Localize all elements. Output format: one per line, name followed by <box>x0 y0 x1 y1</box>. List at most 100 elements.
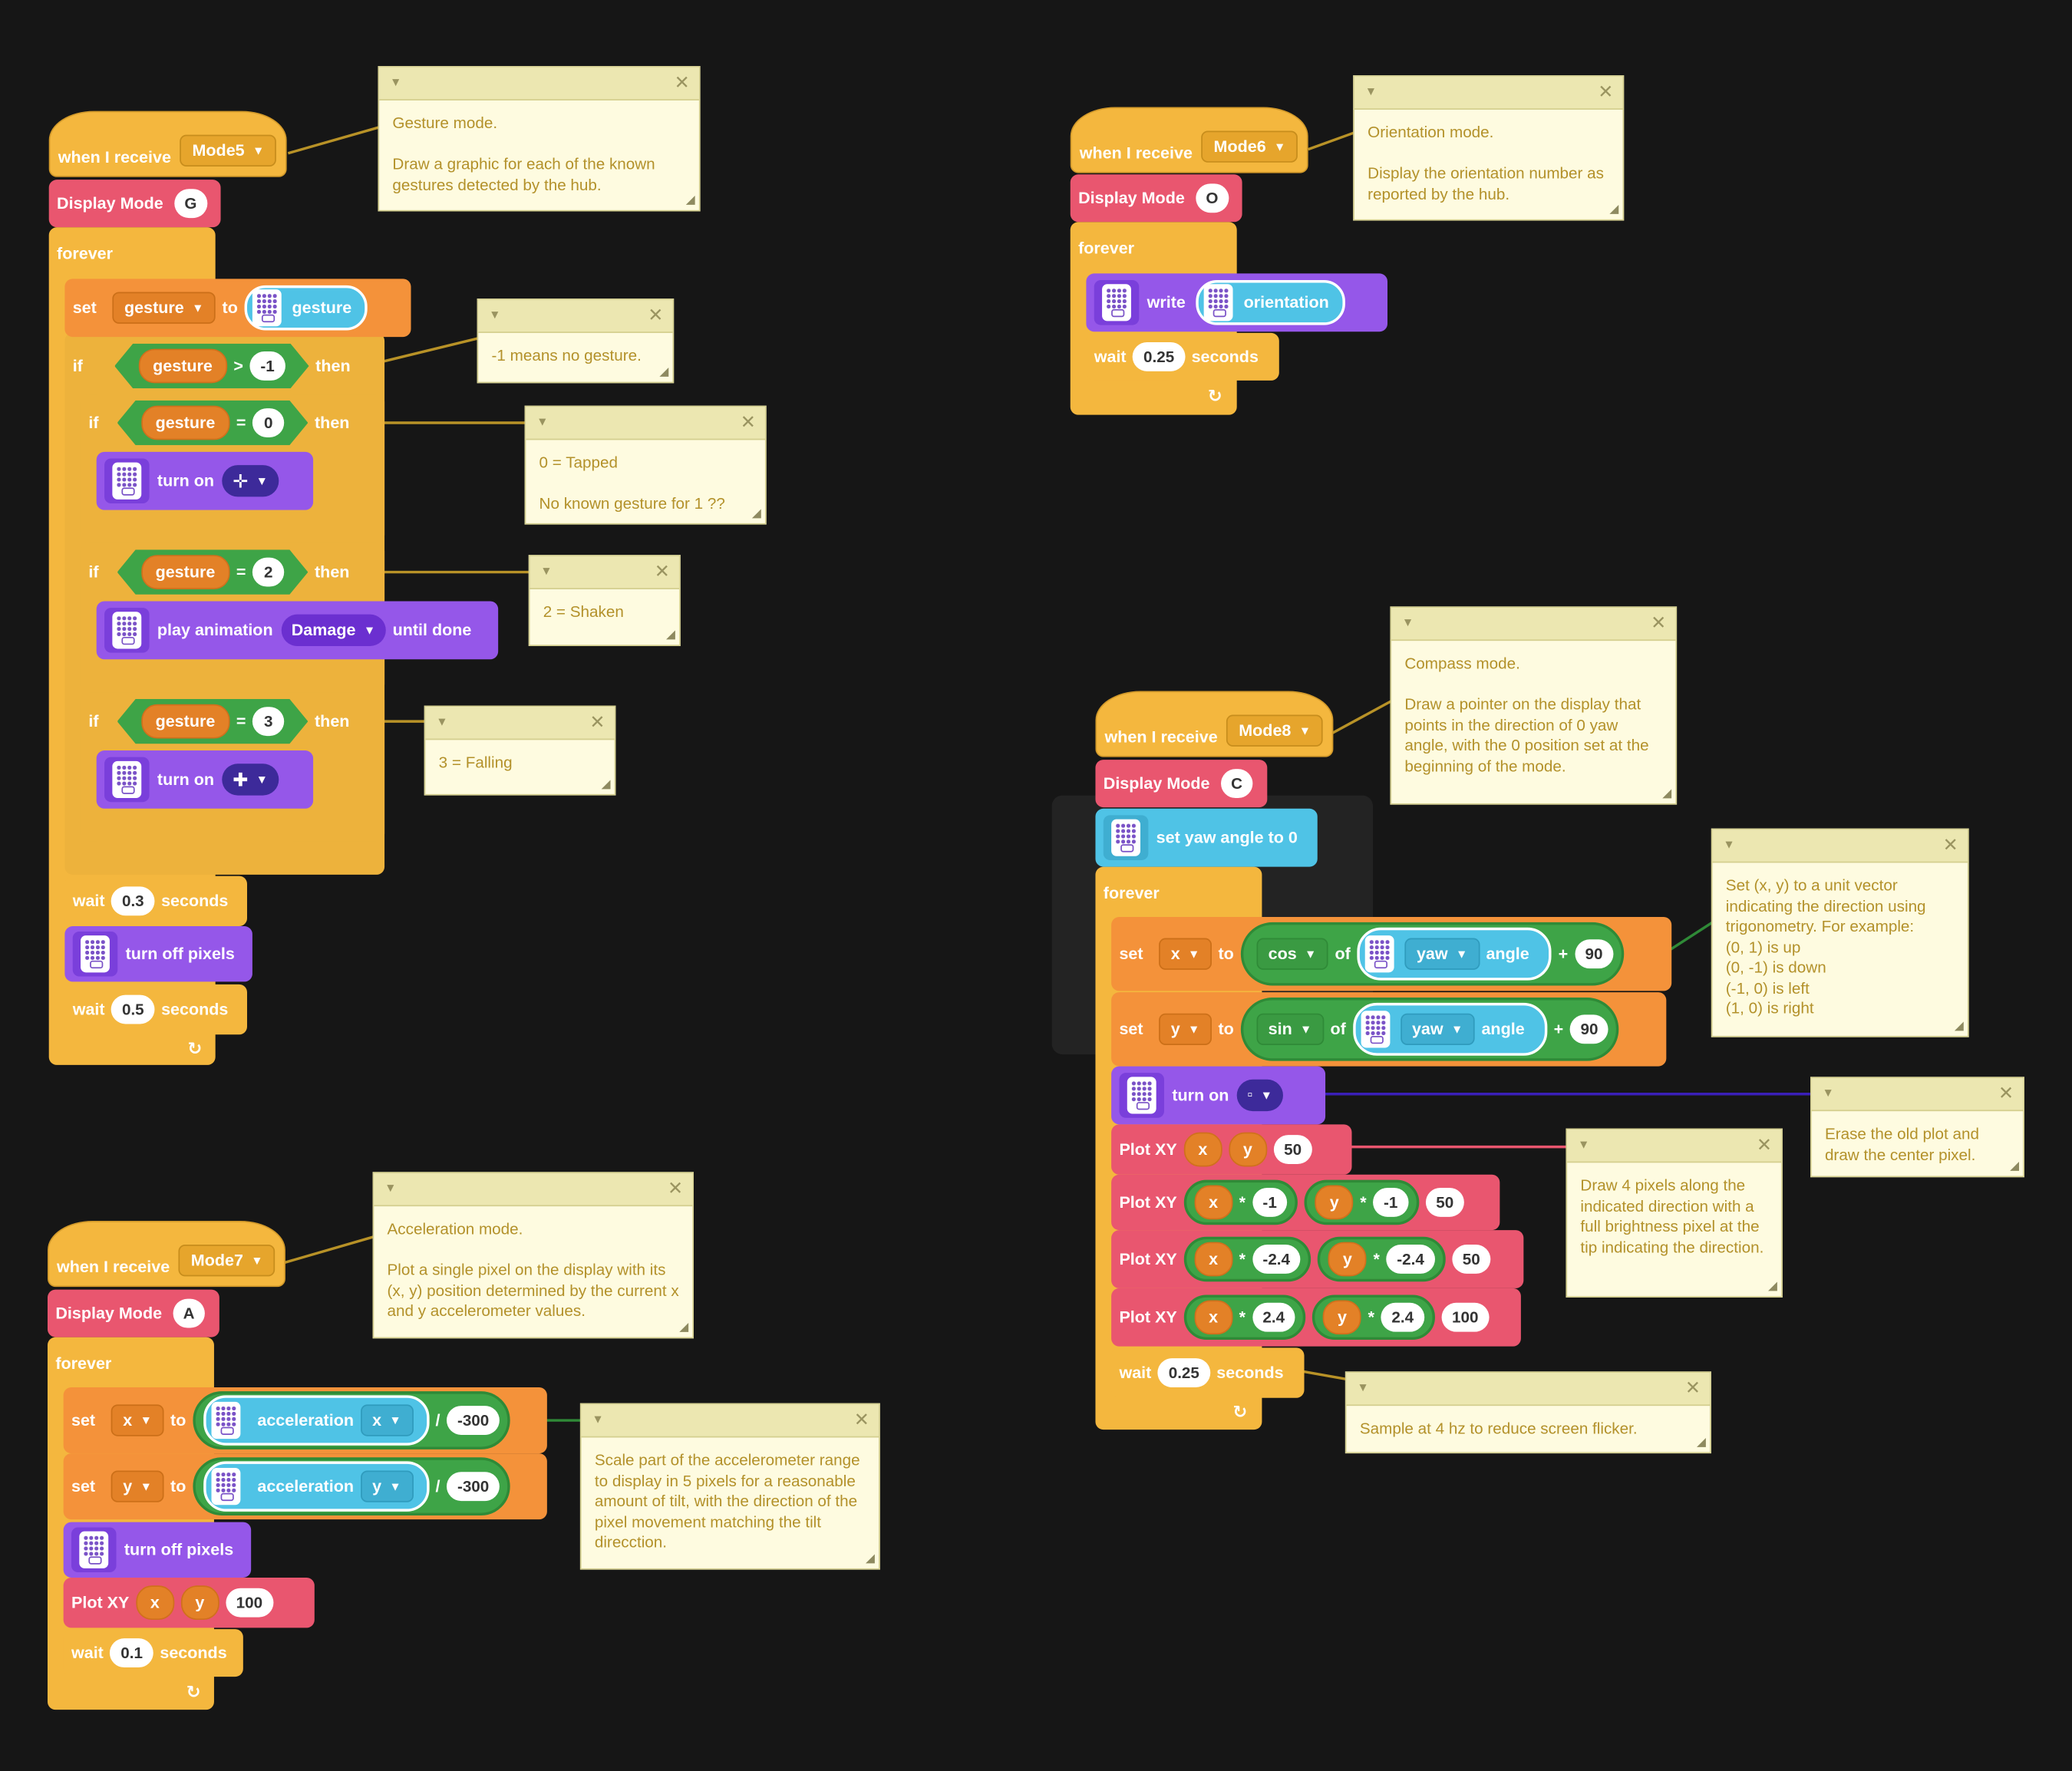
note-text[interactable]: 2 = Shaken <box>543 602 624 622</box>
turn-off-pixels-block[interactable]: turn off pixels <box>64 926 252 982</box>
x-variable[interactable]: x <box>1194 1300 1233 1335</box>
close-icon[interactable]: ✕ <box>1684 1377 1701 1398</box>
wait-block[interactable]: wait 0.25 seconds <box>1086 332 1279 381</box>
resize-grip-icon[interactable]: ◢ <box>1609 202 1619 216</box>
plot-xy-block[interactable]: Plot XY x*-1 y*-1 50 <box>1111 1174 1500 1231</box>
seconds-input[interactable]: 0.1 <box>110 1638 153 1668</box>
variable-dropdown[interactable]: x▼ <box>1159 938 1212 970</box>
value-input[interactable]: 0 <box>252 408 284 437</box>
close-icon[interactable]: ✕ <box>740 411 756 433</box>
image-dropdown[interactable]: ▫▼ <box>1236 1079 1283 1112</box>
value-input[interactable]: 2.4 <box>1381 1302 1424 1332</box>
y-times-expression[interactable]: y*-2.4 <box>1318 1236 1446 1282</box>
note-text[interactable]: Compass mode. Draw a pointer on the disp… <box>1404 654 1649 775</box>
collapse-triangle-icon[interactable]: ▼ <box>1723 837 1735 851</box>
collapse-triangle-icon[interactable]: ▼ <box>1401 615 1414 629</box>
variable-dropdown[interactable]: y▼ <box>1159 1013 1212 1046</box>
sin-expression[interactable]: sin▼ of yaw▼angle + 90 <box>1240 998 1620 1061</box>
animation-dropdown[interactable]: Damage▼ <box>280 614 386 647</box>
comment-note[interactable]: ▼✕ Orientation mode. Display the orienta… <box>1353 75 1625 221</box>
close-icon[interactable]: ✕ <box>1756 1133 1773 1155</box>
close-icon[interactable]: ✕ <box>1998 1082 2014 1103</box>
value-input[interactable]: -1 <box>250 351 285 381</box>
value-input[interactable]: -1 <box>1373 1187 1409 1217</box>
collapse-triangle-icon[interactable]: ▼ <box>489 308 501 322</box>
display-mode-block[interactable]: Display Mode A <box>47 1289 219 1337</box>
resize-grip-icon[interactable]: ◢ <box>601 777 611 790</box>
value-input[interactable]: -300 <box>447 1406 500 1435</box>
resize-grip-icon[interactable]: ◢ <box>679 1320 689 1334</box>
collapse-triangle-icon[interactable]: ▼ <box>1364 84 1377 98</box>
seconds-input[interactable]: 0.25 <box>1133 341 1185 371</box>
note-text[interactable]: Draw 4 pixels along the indicated direct… <box>1580 1176 1764 1256</box>
comment-note[interactable]: ▼ ✕ Compass mode. Draw a pointer on the d… <box>1390 606 1678 805</box>
close-icon[interactable]: ✕ <box>648 304 664 325</box>
axis-dropdown[interactable]: x▼ <box>360 1404 414 1436</box>
display-letter-input[interactable]: C <box>1220 769 1253 799</box>
message-dropdown[interactable]: Mode7▼ <box>179 1245 275 1277</box>
comment-note[interactable]: ▼✕ Set (x, y) to a unit vector indicatin… <box>1711 828 1969 1037</box>
plot-xy-block[interactable]: Plot XY x*2.4 y*2.4 100 <box>1111 1288 1521 1347</box>
x-variable[interactable]: x <box>1194 1242 1233 1277</box>
gesture-variable[interactable]: gesture <box>141 704 230 739</box>
play-animation-block[interactable]: play animation Damage▼ until done <box>96 601 499 660</box>
wait-block[interactable]: wait 0.1 seconds <box>63 1629 243 1677</box>
comment-note[interactable]: ▼ ✕ Erase the old plot and draw the cente… <box>1810 1077 2024 1178</box>
set-yaw-angle-block[interactable]: set yaw angle to 0 <box>1095 808 1318 867</box>
turn-off-pixels-block[interactable]: turn off pixels <box>63 1522 252 1578</box>
message-dropdown[interactable]: Mode8▼ <box>1226 714 1323 747</box>
comment-note[interactable]: ▼✕ 3 = Falling ◢ <box>424 705 616 796</box>
image-dropdown[interactable]: ✛▼ <box>222 465 279 497</box>
comment-note[interactable]: ▼✕ 0 = Tapped No known gesture for 1 ?? … <box>524 405 767 525</box>
image-dropdown[interactable]: ✚▼ <box>222 763 279 796</box>
wait-block[interactable]: wait 0.5 seconds <box>64 984 247 1035</box>
gesture-variable[interactable]: gesture <box>138 349 227 384</box>
brightness-input[interactable]: 50 <box>1425 1187 1465 1217</box>
value-input[interactable]: -1 <box>1252 1187 1288 1217</box>
value-input[interactable]: 90 <box>1569 1014 1609 1044</box>
set-gesture-block[interactable]: set gesture▼ to gesture <box>64 279 411 338</box>
seconds-input[interactable]: 0.25 <box>1157 1358 1210 1387</box>
resize-grip-icon[interactable]: ◢ <box>865 1551 875 1565</box>
collapse-triangle-icon[interactable]: ▼ <box>1822 1086 1834 1100</box>
y-variable[interactable]: y <box>1323 1300 1361 1335</box>
value-input[interactable]: 2 <box>252 558 284 587</box>
close-icon[interactable]: ✕ <box>1651 612 1667 633</box>
y-variable[interactable]: y <box>180 1585 219 1621</box>
variable-dropdown[interactable]: y▼ <box>111 1470 164 1502</box>
when-receive-mode7[interactable]: when I receive Mode7▼ <box>47 1221 285 1288</box>
note-text[interactable]: 0 = Tapped No known gesture for 1 ?? <box>539 453 725 513</box>
plot-xy-block[interactable]: Plot XY x y 50 <box>1111 1124 1352 1175</box>
eq-condition[interactable]: gesture = 0 <box>117 401 308 446</box>
yaw-angle-reporter[interactable]: yaw▼angle <box>1352 1002 1547 1056</box>
note-text[interactable]: Gesture mode. Draw a graphic for each of… <box>392 114 655 194</box>
y-variable[interactable]: y <box>1228 1132 1267 1167</box>
axis-dropdown[interactable]: yaw▼ <box>1404 938 1480 970</box>
turn-on-block[interactable]: turn on ✚▼ <box>96 750 314 809</box>
when-receive-mode5[interactable]: when I receive Mode5▼ <box>48 110 287 177</box>
when-receive-mode8[interactable]: when I receive Mode8▼ <box>1095 691 1334 757</box>
x-variable[interactable]: x <box>1183 1132 1222 1167</box>
close-icon[interactable]: ✕ <box>674 71 690 93</box>
display-mode-block[interactable]: Display Mode G <box>48 180 221 228</box>
write-block[interactable]: write orientation <box>1086 273 1387 332</box>
cos-expression[interactable]: cos▼ of yaw▼angle + 90 <box>1240 922 1625 986</box>
seconds-input[interactable]: 0.5 <box>111 994 155 1024</box>
resize-grip-icon[interactable]: ◢ <box>1954 1018 1964 1032</box>
brightness-input[interactable]: 100 <box>225 1588 273 1618</box>
brightness-input[interactable]: 50 <box>1452 1245 1491 1274</box>
comment-note[interactable]: ▼ ✕ Sample at 4 hz to reduce screen flick… <box>1344 1371 1711 1454</box>
variable-dropdown[interactable]: gesture▼ <box>112 292 216 324</box>
set-x-block[interactable]: set x▼ to cos▼ of yaw▼angle + 90 <box>1111 916 1672 991</box>
axis-dropdown[interactable]: yaw▼ <box>1400 1013 1475 1046</box>
value-input[interactable]: -2.4 <box>1386 1245 1435 1274</box>
when-receive-mode6[interactable]: when I receive Mode6▼ <box>1070 107 1308 173</box>
note-text[interactable]: Sample at 4 hz to reduce screen flicker. <box>1359 1419 1638 1438</box>
x-variable[interactable]: x <box>135 1585 174 1621</box>
note-text[interactable]: Erase the old plot and draw the center p… <box>1824 1124 1979 1164</box>
seconds-input[interactable]: 0.3 <box>111 886 155 916</box>
note-text[interactable]: Set (x, y) to a unit vector indicating t… <box>1725 876 1926 1017</box>
collapse-triangle-icon[interactable]: ▼ <box>1357 1380 1369 1394</box>
